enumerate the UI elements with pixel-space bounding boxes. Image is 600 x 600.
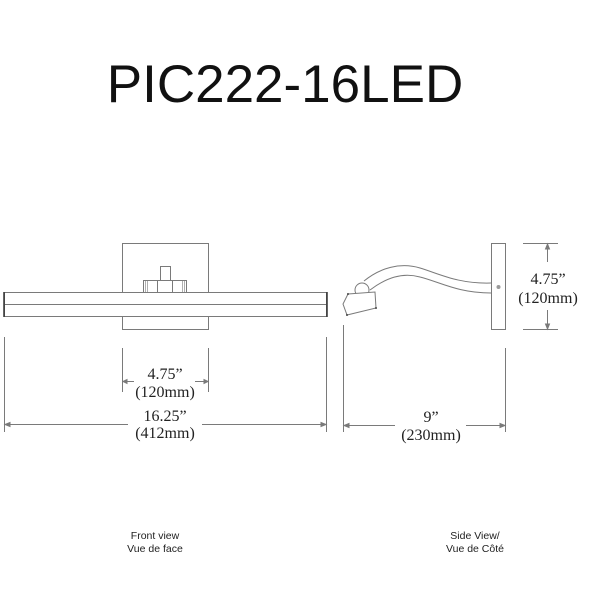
- side-view-caption-en: Side View/: [450, 530, 500, 542]
- projection-in: 9”: [423, 409, 438, 426]
- product-model-title: PIC222-16LED: [106, 55, 464, 114]
- projection-mm: (230mm): [401, 427, 461, 444]
- overall-width-in: 16.25”: [143, 408, 186, 425]
- side-view-drawing: [342, 242, 558, 432]
- side-backplate-height-mm: (120mm): [518, 290, 578, 307]
- front-backplate-width-in: 4.75”: [147, 366, 182, 383]
- side-arm-upper: [363, 265, 492, 284]
- front-view-caption-en: Front view: [130, 530, 180, 542]
- side-view-caption: Side View/ Vue de Côté: [405, 530, 545, 556]
- side-backplate-height-in: 4.75”: [530, 271, 565, 288]
- front-view-caption-fr: Vue de face: [127, 543, 183, 555]
- front-view-drawing: [3, 243, 328, 432]
- front-clamp-stem: [160, 266, 171, 281]
- side-view-caption-fr: Vue de Côté: [446, 543, 504, 555]
- overall-width-mm: (412mm): [135, 425, 195, 442]
- front-view-caption: Front view Vue de face: [85, 530, 225, 556]
- side-light-head: [342, 291, 377, 316]
- front-backplate-width-mm: (120mm): [135, 384, 195, 401]
- side-arm-lower: [369, 274, 492, 294]
- front-clamp-body: [143, 280, 187, 293]
- side-mount-screw: [496, 285, 501, 289]
